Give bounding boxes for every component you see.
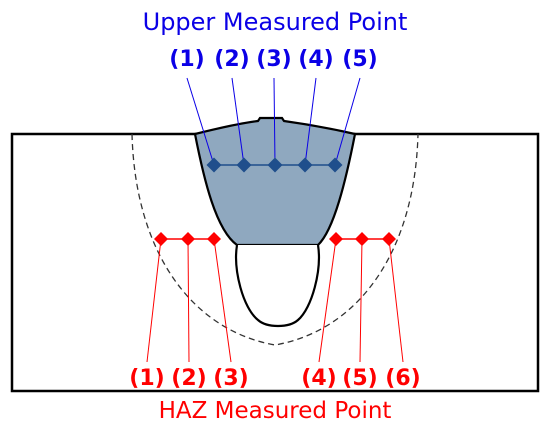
upper-point-label: (3): [256, 47, 291, 72]
upper-leader-line: [186, 77, 215, 166]
haz-point-marker: [382, 232, 396, 246]
upper-leader-line: [334, 77, 361, 166]
haz-point-marker: [355, 232, 369, 246]
haz-leader-line: [187, 238, 190, 363]
weld-root: [235, 244, 320, 328]
upper-point-marker: [206, 157, 222, 173]
upper-leader-line: [273, 77, 276, 166]
haz-point-label: (3): [213, 366, 248, 391]
haz-leader-line: [388, 238, 404, 363]
haz-point-label: (5): [342, 366, 377, 391]
haz-point-label: (4): [301, 366, 336, 391]
upper-point-marker: [236, 157, 252, 173]
haz-boundary: [131, 133, 419, 346]
haz-measured-points: (1) (2) (3) (4)(5) (6): [129, 232, 421, 391]
haz-point-label: (1): [129, 366, 164, 391]
upper-measured-points: (1) (2) (3) (4) (5): [169, 47, 378, 173]
upper-point-label: (1): [169, 47, 204, 72]
haz-point-marker: [154, 232, 168, 246]
weld-zone: [193, 116, 357, 247]
haz-point-marker: [329, 232, 343, 246]
upper-title: Upper Measured Point: [143, 8, 408, 36]
haz-leader-line: [146, 238, 162, 363]
upper-point-marker: [327, 157, 343, 173]
upper-point-label: (4): [298, 47, 333, 72]
haz-title: HAZ Measured Point: [159, 398, 392, 424]
upper-leader-line: [304, 77, 317, 166]
upper-leader-line: [231, 77, 245, 166]
haz-leader-line: [318, 238, 337, 363]
haz-point-marker: [207, 232, 221, 246]
haz-leader-line: [213, 238, 232, 363]
upper-point-label: (5): [342, 47, 377, 72]
upper-point-marker: [267, 157, 283, 173]
haz-point-marker: [181, 232, 195, 246]
upper-point-label: (2): [214, 47, 249, 72]
haz-point-label: (6): [385, 366, 420, 391]
haz-leader-line: [359, 238, 363, 363]
haz-point-label: (2): [171, 366, 206, 391]
upper-point-marker: [297, 157, 313, 173]
